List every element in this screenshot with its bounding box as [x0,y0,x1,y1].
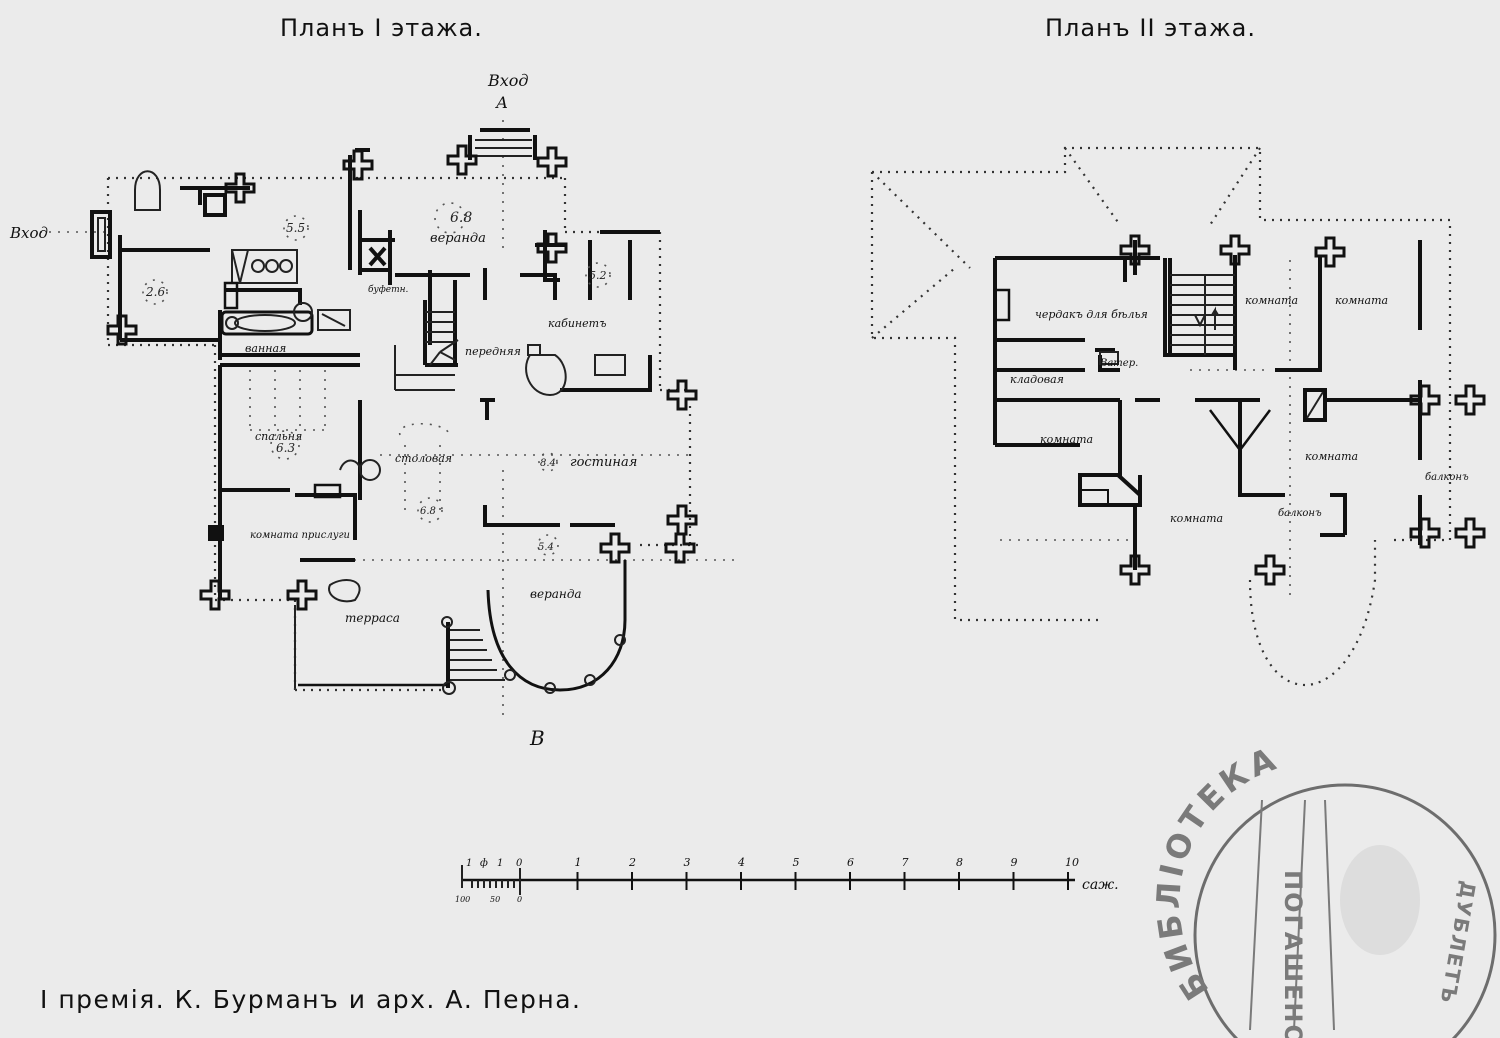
library-stamp: БИБЛІОТЕКА ПОГАШЕНО ДУБЛЕТЪ [1149,739,1497,1038]
floor2-plan: чердакъ для бѣлья Ватер. кладовая комнат… [870,146,1486,687]
scale-tick-label: 5 [793,856,800,869]
area-dining: 6.8 [420,506,436,517]
room-label-cabinet: кабинетъ [548,317,606,330]
room-label-balcony-2: балконъ [1425,472,1469,483]
scale-tick-label: 7 [902,856,909,869]
scale-sub-label-2: ф [480,858,488,869]
room-label-living: гостиная [570,455,637,470]
stamp-center-text: ПОГАШЕНО [1279,870,1307,1038]
room-label-hall: передняя [465,345,521,358]
floor2-plan-title: Планъ II этажа. [1045,14,1256,42]
scale-tick-label: 2 [628,856,636,869]
room-label-bathroom: ванная [245,342,286,355]
area-bedroom: 6.3 [276,441,295,455]
area-veranda-top: 6.8 [450,210,472,226]
room-label-maid: комната прислуги [250,530,350,541]
room-label-terrace: терраса [345,611,400,625]
scale-unit-label: саж. [1082,877,1119,893]
room-label-bedroom: спальня [255,430,302,443]
floor1-plan-title: Планъ I этажа. [280,14,483,42]
scale-sub-label-1: 1 [466,858,472,869]
entrance-top-label: Вход [487,71,529,90]
entrance-left-label: Вход [9,224,48,242]
room-label-veranda-top: веранда [430,231,486,246]
room-label-veranda-bottom: веранда [530,587,582,601]
scale-bottom-label-1: 100 [455,895,470,904]
scale-tick-label: 10 [1065,856,1079,869]
scale-sub-label-3: 1 [497,858,503,869]
scale-sub-label-4: 0 [516,858,523,869]
stamp-side-text: ДУБЛЕТЪ [1435,879,1480,1006]
stamp-ring-text: БИБЛІОТЕКА [1149,739,1284,1007]
scale-tick-label: 1 [575,856,582,869]
room-label-attic: чердакъ для бѣлья [1035,308,1148,321]
room-label-buffet: буфетн. [368,284,409,295]
room-label-room-right: комната [1305,450,1358,463]
room-label-room-bottom: комната [1170,512,1223,525]
caption: I премія. К. Бурманъ и арх. А. Перна. [40,985,582,1014]
room-label-room-top-1: комната [1245,294,1298,307]
scale-tick-label: 6 [847,856,854,869]
room-label-room-top-2: комната [1335,294,1388,307]
axis-a-label: А [495,93,508,112]
scale-tick-label: 9 [1011,856,1018,869]
axis-b-label: В [529,726,545,750]
area-living: 8.4 [540,458,556,469]
area-room-55: 5.5 [286,221,305,235]
scale-bottom-label-2: 50 [490,895,500,904]
area-kitchen: 2.6 [145,285,165,299]
room-label-room-left: комната [1040,433,1093,446]
scale-tick-label: 3 [684,856,691,869]
room-label-storage: кладовая [1010,373,1064,386]
room-label-balcony-1: балконъ [1278,508,1322,519]
area-veranda-bottom: 5.4 [538,542,554,553]
room-label-dining: столовая [395,452,452,465]
scale-tick-label: 8 [956,856,963,869]
room-label-wc: Ватер. [1099,358,1138,369]
scale-bar: 1 2 3 4 5 6 7 8 9 10 1 ф 1 0 100 50 0 саж. [455,856,1119,904]
scale-tick-label: 4 [737,856,745,869]
scale-bottom-label-3: 0 [517,895,522,904]
floor1-plan: Вход А Вход В 6.8 веранда 5.5 2.6 5.2 бу… [9,71,740,750]
area-room-52: 5.2 [589,269,607,282]
